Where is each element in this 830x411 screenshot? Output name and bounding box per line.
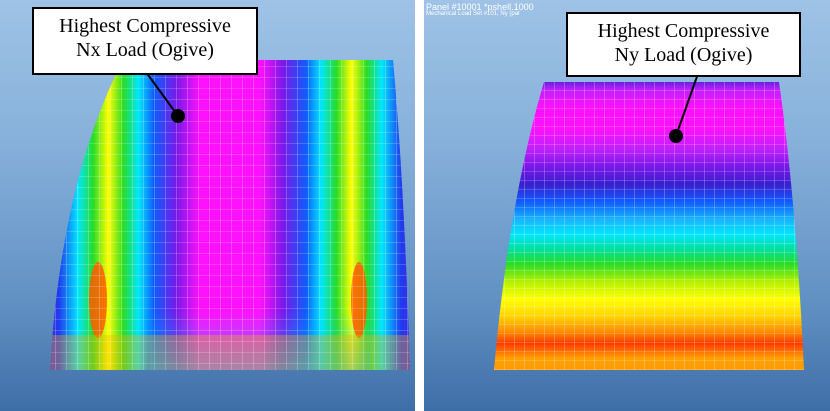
nx-mesh-grid [50,60,410,370]
nx-leader-line [145,71,179,117]
ny-callout-box: Highest Compressive Ny Load (Ogive) [566,12,801,77]
left-viewport[interactable]: Highest Compressive Nx Load (Ogive) [0,0,415,411]
nx-callout-line1: Highest Compressive [59,15,231,37]
nx-callout-line2: Nx Load (Ogive) [76,39,214,61]
ny-callout-line2: Ny Load (Ogive) [614,44,753,66]
ny-load-contour-plot [494,67,804,370]
ny-callout-line1: Highest Compressive [597,20,770,42]
nx-load-contour-plot [50,60,410,370]
ny-marker-dot [669,129,683,143]
panel-header-text: Panel #10001 *pshell.1000 [426,2,534,12]
ny-leader-line [675,67,701,137]
ny-mesh-grid [494,82,804,370]
nx-marker-dot [171,109,185,123]
load-set-header-text: Mechanical Load Set #101, Ny (par [426,11,521,17]
nx-callout-box: Highest Compressive Nx Load (Ogive) [32,7,258,75]
